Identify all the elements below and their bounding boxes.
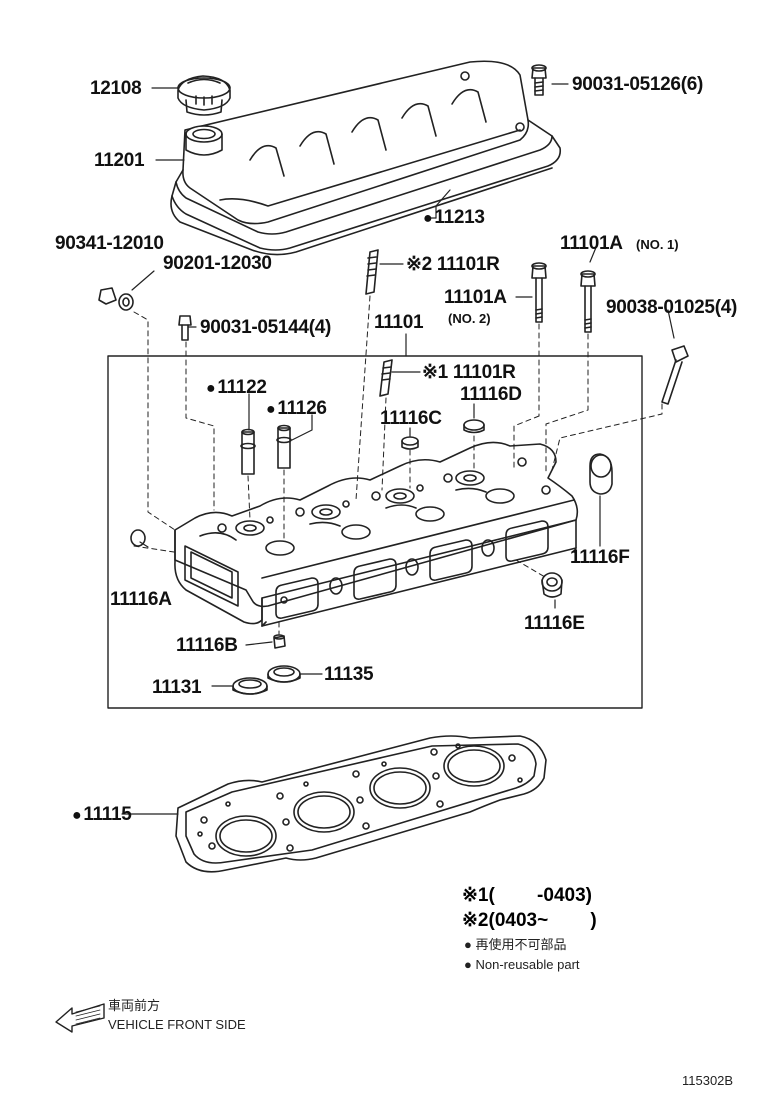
front-side-jp: 車両前方 <box>108 998 161 1013</box>
label-11122: 11122 <box>206 378 267 397</box>
union-plug-drawing <box>98 287 134 311</box>
plugs-drawing <box>130 453 613 649</box>
label-11101r-1: ※1 11101R <box>422 362 516 383</box>
label-11116e: 11116E <box>524 613 585 634</box>
parts-box <box>107 355 643 709</box>
label-90031-05126: 90031-05126(6) <box>572 74 704 95</box>
label-11101a-no1-note: (NO. 1) <box>636 237 679 252</box>
label-11101r-2: ※2 11101R <box>406 254 500 275</box>
long-bolt-drawing <box>661 345 689 405</box>
label-11135: 11135 <box>324 664 374 685</box>
label-11126: 11126 <box>266 399 327 418</box>
small-bolt-drawing <box>178 315 192 341</box>
legend-jp: ● 再使用不可部品 <box>464 937 567 952</box>
cylinder-head-drawing <box>174 441 579 627</box>
seals-drawing <box>232 665 301 695</box>
label-12108: 12108 <box>90 78 142 99</box>
label-11101a-no2-note: (NO. 2) <box>448 311 491 326</box>
stud-bolts-drawing <box>365 249 393 397</box>
note-2: ※2(0403~ ) <box>462 910 597 931</box>
label-11101: 11101 <box>374 312 424 333</box>
label-11213: 11213 <box>423 208 485 227</box>
label-11201: 11201 <box>94 150 145 171</box>
label-11116f: 11116F <box>570 547 630 568</box>
label-11116d: 11116D <box>460 384 522 405</box>
oil-filler-cap-drawing <box>177 75 231 116</box>
legend-dot-icon: ● <box>464 937 476 952</box>
head-bolts-drawing <box>531 262 596 333</box>
label-11115: 11115 <box>72 805 132 824</box>
label-11101a-no1: 11101A <box>560 233 623 254</box>
figure-id: 115302B <box>682 1073 734 1088</box>
label-90031-05144: 90031-05144(4) <box>200 317 332 338</box>
valve-guides-drawing <box>240 424 292 475</box>
front-direction-arrow <box>55 1003 105 1033</box>
head-cover-drawing <box>170 60 562 256</box>
label-11116b: 11116B <box>176 635 238 656</box>
note-1: ※1( -0403) <box>462 885 592 906</box>
label-90341-12010: 90341-12010 <box>55 233 164 254</box>
front-side-en: VEHICLE FRONT SIDE <box>108 1017 246 1032</box>
label-11131: 11131 <box>152 677 202 698</box>
cover-bolt-drawing <box>531 64 547 96</box>
label-11101a-no2: 11101A <box>444 287 507 308</box>
seat-rings-drawing <box>401 419 485 450</box>
label-90038-01025: 90038-01025(4) <box>606 297 738 318</box>
legend-dot-icon: ● <box>464 957 476 972</box>
dashed-guide-lines <box>133 295 663 635</box>
label-11116c: 11116C <box>380 408 442 429</box>
legend-en: ● Non-reusable part <box>464 957 580 972</box>
label-90201-12030: 90201-12030 <box>163 253 272 274</box>
label-11116a: 11116A <box>110 589 172 610</box>
head-gasket-drawing <box>175 735 547 873</box>
